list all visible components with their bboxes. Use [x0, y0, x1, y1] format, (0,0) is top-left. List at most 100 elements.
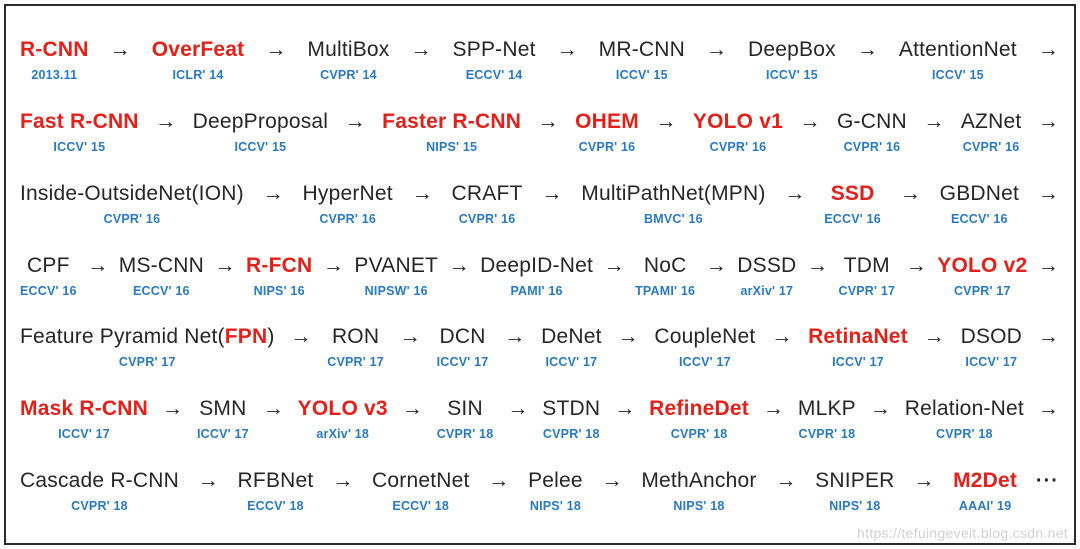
model-name: DSSD: [737, 253, 797, 277]
venue-label: NIPS' 18: [829, 499, 881, 514]
model-name: Inside-OutsideNet(ION): [20, 181, 244, 205]
arrow-icon: →: [537, 109, 559, 133]
model-name: CPF: [27, 253, 70, 277]
model-name: DSOD: [960, 325, 1023, 349]
venue-label: CVPR' 16: [843, 139, 901, 154]
venue-label: ICLR' 14: [172, 67, 224, 82]
model-entry: CPF ECCV' 16: [20, 252, 77, 298]
arrow-icon: →: [541, 181, 563, 205]
model-name: MultiPathNet(MPN): [581, 181, 766, 205]
model-name: CoupleNet: [654, 325, 756, 349]
model-name: YOLO v3: [297, 397, 388, 421]
venue-label: CVPR' 18: [798, 427, 856, 442]
model-name: DeepProposal: [192, 109, 329, 133]
venue-label: arXiv' 18: [316, 427, 370, 442]
venue-label: CVPR' 17: [118, 355, 176, 370]
arrow-icon: →: [197, 469, 219, 493]
model-name: AZNet: [960, 109, 1022, 133]
venue-label: NIPS' 18: [673, 499, 725, 514]
arrow-icon: →: [617, 325, 639, 349]
venue-label: ICCV' 17: [545, 355, 598, 370]
arrow-icon: →: [601, 469, 623, 493]
model-entry: MultiPathNet(MPN) BMVC' 16: [581, 180, 765, 226]
venue-label: ECCV' 18: [392, 499, 450, 514]
venue-label: ICCV' 17: [436, 355, 489, 370]
arrow-icon: →: [556, 37, 578, 61]
venue-label: PAMI' 16: [510, 283, 563, 298]
arrow-icon: →: [332, 469, 354, 493]
arrow-icon: →: [290, 325, 312, 349]
venue-label: CVPR' 16: [962, 139, 1020, 154]
arrow-icon: →: [603, 253, 625, 277]
model-name: Fast R-CNN: [20, 109, 139, 133]
venue-label: NIPS' 16: [253, 283, 305, 298]
model-name: Pelee: [528, 469, 583, 493]
venue-label: BMVC' 16: [644, 211, 703, 226]
model-name: Feature Pyramid Net(FPN): [20, 323, 275, 351]
venue-label: CVPR' 18: [71, 499, 128, 514]
venue-label: CVPR' 16: [709, 139, 767, 154]
model-entry: Inside-OutsideNet(ION) CVPR' 16: [20, 180, 244, 226]
arrow-icon: →: [1037, 37, 1059, 61]
arrow-icon: →: [899, 181, 921, 205]
venue-label: ECCV' 16: [951, 211, 1008, 226]
arrow-icon: →: [1037, 109, 1059, 133]
venue-label: ECCV' 16: [824, 211, 881, 226]
venue-label: ICCV' 17: [678, 355, 731, 370]
arrow-icon: →: [923, 325, 945, 349]
arrow-icon: →: [161, 397, 183, 421]
model-entry: STDN CVPR' 18: [542, 395, 600, 441]
venue-label: CVPR' 16: [103, 211, 161, 226]
model-name: OHEM: [575, 109, 639, 133]
model-name: M2Det: [953, 469, 1018, 493]
arrow-icon: →: [87, 253, 109, 277]
arrow-icon: →: [806, 253, 828, 277]
model-name: Cascade R-CNN: [20, 469, 179, 493]
model-name: G-CNN: [837, 109, 907, 133]
arrow-icon: →: [1037, 181, 1059, 205]
model-name: STDN: [542, 397, 601, 421]
venue-label: ECCV' 16: [133, 283, 190, 298]
arrow-icon: →: [1037, 325, 1059, 349]
arrow-icon: →: [109, 37, 131, 61]
arrow-icon: →: [410, 37, 432, 61]
arrow-icon: →: [705, 253, 727, 277]
model-name: HyperNet: [302, 181, 393, 205]
venue-label: CVPR' 14: [320, 67, 377, 82]
model-entry: MLKP CVPR' 18: [798, 395, 856, 441]
venue-label: ECCV' 16: [20, 283, 77, 298]
venue-label: ICCV' 15: [766, 67, 818, 82]
model-name: SSD: [830, 181, 875, 205]
model-name: Relation-Net: [904, 397, 1024, 421]
venue-label: NIPS' 18: [529, 499, 581, 514]
model-name: YOLO v2: [937, 253, 1028, 277]
model-name: R-FCN: [246, 253, 313, 277]
model-name-part: ): [267, 325, 275, 349]
venue-label: CVPR' 18: [436, 427, 494, 442]
arrow-icon: →: [504, 325, 526, 349]
model-name: CornetNet: [372, 469, 470, 493]
venue-label: CVPR' 18: [542, 427, 600, 442]
model-name: MLKP: [797, 397, 856, 421]
